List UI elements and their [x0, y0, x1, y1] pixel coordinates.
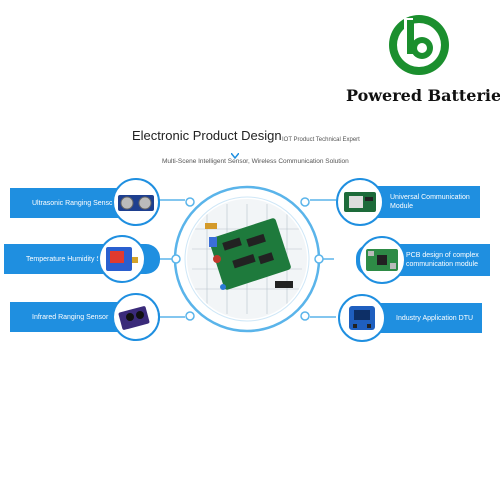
ultrasonic-sensor-icon: [112, 178, 160, 226]
feature-label: Universal Communication Module: [390, 194, 470, 210]
page-title: Electronic Product Design: [132, 128, 282, 143]
humidity-sensor-icon: [98, 235, 146, 283]
feature-label: Infrared Ranging Sensor: [32, 313, 109, 321]
brand-name: Powered Batteries: [346, 86, 500, 105]
chevron-down-icon: [230, 146, 240, 160]
pcb-board-icon: [358, 236, 406, 284]
page-subtitle: IOT Product Technical Expert: [282, 137, 360, 143]
circuit-board-icon: [192, 204, 302, 314]
feature-label: Temperature Humidity Sensor: [26, 255, 119, 263]
infrared-sensor-icon: [112, 293, 160, 341]
feature-label: Ultrasonic Ranging Sensor: [32, 199, 116, 207]
center-hub: [187, 199, 307, 319]
feature-label: Industry Application DTU: [396, 314, 474, 322]
communication-module-icon: [336, 178, 384, 226]
power-b-icon: [389, 15, 449, 75]
feature-label: PCB design of complex communication modu…: [406, 252, 479, 268]
dtu-device-icon: [338, 294, 386, 342]
page-tagline: Multi-Scene Intelligent Sensor, Wireless…: [162, 158, 349, 165]
